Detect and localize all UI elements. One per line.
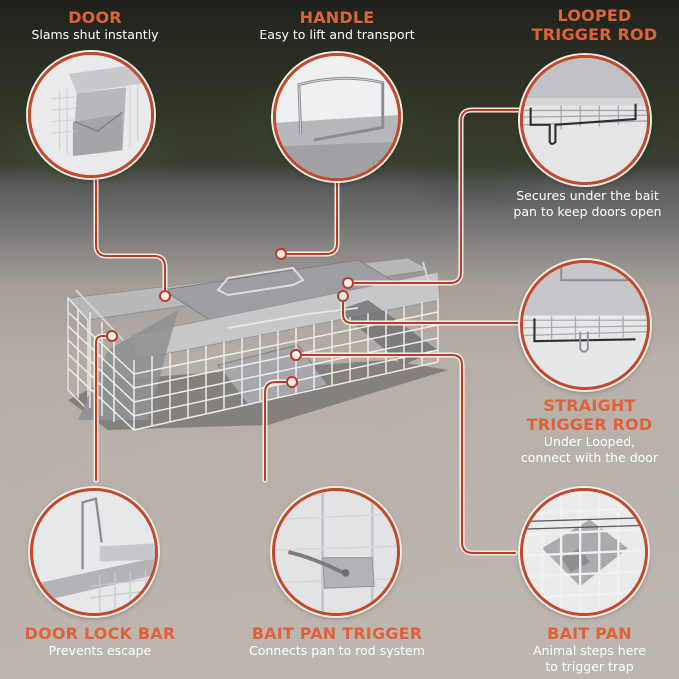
- callout-handle-title: HANDLE: [299, 8, 375, 27]
- callout-bait-pan-desc: Animal steps here to trigger trap: [533, 643, 646, 674]
- callout-straight-trigger-rod-desc: Under Looped, connect with the door: [520, 434, 659, 465]
- callout-handle: HANDLE Easy to lift and transport: [232, 8, 442, 43]
- callout-looped-trigger-rod: LOOPED TRIGGER ROD: [510, 6, 679, 44]
- door-closeup-icon: [28, 52, 154, 178]
- callout-bait-pan-trigger: BAIT PAN TRIGGER Connects pan to rod sys…: [232, 624, 442, 659]
- callout-bait-pan-title: BAIT PAN: [547, 624, 632, 643]
- callout-door-lock-bar-desc: Prevents escape: [48, 643, 152, 658]
- bait-pan-closeup-icon: [520, 488, 648, 616]
- callout-bait-pan-trigger-desc: Connects pan to rod system: [249, 643, 425, 658]
- cage-trap-icon: [66, 257, 448, 431]
- lock-bar-closeup-icon: [30, 488, 158, 616]
- callout-door: DOOR Slams shut instantly: [15, 8, 175, 43]
- callout-bait-pan-trigger-title: BAIT PAN TRIGGER: [251, 624, 423, 643]
- pan-trigger-closeup-icon: [272, 488, 400, 616]
- callout-straight-trigger-rod-title: STRAIGHT TRIGGER ROD: [526, 396, 653, 434]
- callout-straight-trigger-rod: STRAIGHT TRIGGER ROD Under Looped, conne…: [500, 396, 679, 466]
- callout-looped-trigger-rod-desc-block: Secures under the bait pan to keep doors…: [496, 188, 679, 220]
- callout-door-lock-bar-title: DOOR LOCK BAR: [24, 624, 176, 643]
- callout-looped-trigger-rod-title: LOOPED TRIGGER ROD: [531, 6, 658, 44]
- callout-door-title: DOOR: [68, 8, 122, 27]
- handle-closeup-icon: [273, 53, 401, 181]
- callout-bait-pan: BAIT PAN Animal steps here to trigger tr…: [500, 624, 679, 675]
- callout-looped-trigger-rod-desc: Secures under the bait pan to keep doors…: [513, 188, 662, 219]
- callout-door-lock-bar: DOOR LOCK BAR Prevents escape: [0, 624, 200, 659]
- callout-handle-desc: Easy to lift and transport: [259, 27, 415, 42]
- straight-rod-closeup-icon: [520, 260, 650, 390]
- looped-rod-closeup-icon: [520, 55, 650, 185]
- callout-door-desc: Slams shut instantly: [31, 27, 159, 42]
- cage-trap-illustration: [66, 250, 448, 431]
